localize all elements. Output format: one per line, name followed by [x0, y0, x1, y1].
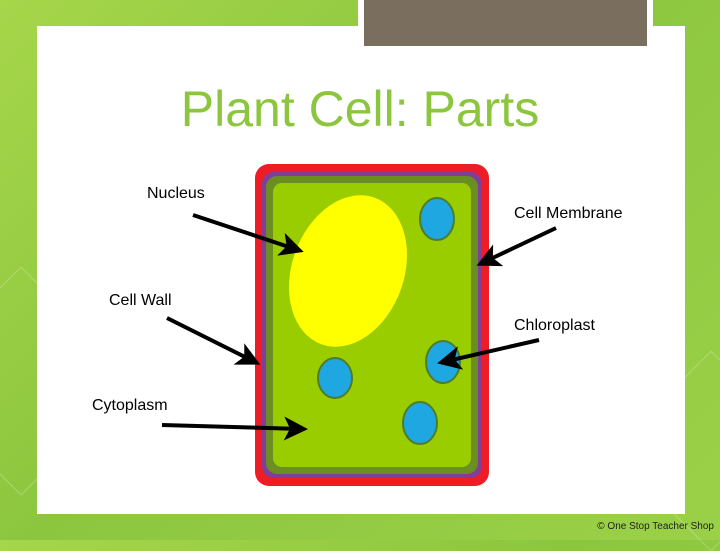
chloroplast-arrow	[437, 338, 540, 370]
label-cell-membrane: Cell Membrane	[514, 205, 623, 222]
cell-wall-arrow	[166, 316, 261, 365]
header-tab-fill	[364, 0, 647, 46]
label-cell-wall: Cell Wall	[109, 292, 172, 309]
label-nucleus: Nucleus	[147, 185, 205, 202]
cytoplasm-arrow	[161, 416, 308, 441]
chloroplast	[419, 197, 455, 241]
chloroplast	[317, 357, 353, 399]
chloroplast	[402, 401, 438, 445]
label-cytoplasm: Cytoplasm	[92, 397, 168, 414]
nucleus	[289, 195, 407, 347]
copyright-notice: © One Stop Teacher Shop	[597, 521, 714, 532]
header-tab	[358, 0, 653, 52]
nucleus-arrow	[192, 213, 304, 256]
slide-title: Plant Cell: Parts	[180, 81, 540, 137]
cell-membrane-arrow	[476, 226, 557, 267]
label-chloroplast: Chloroplast	[514, 317, 595, 334]
